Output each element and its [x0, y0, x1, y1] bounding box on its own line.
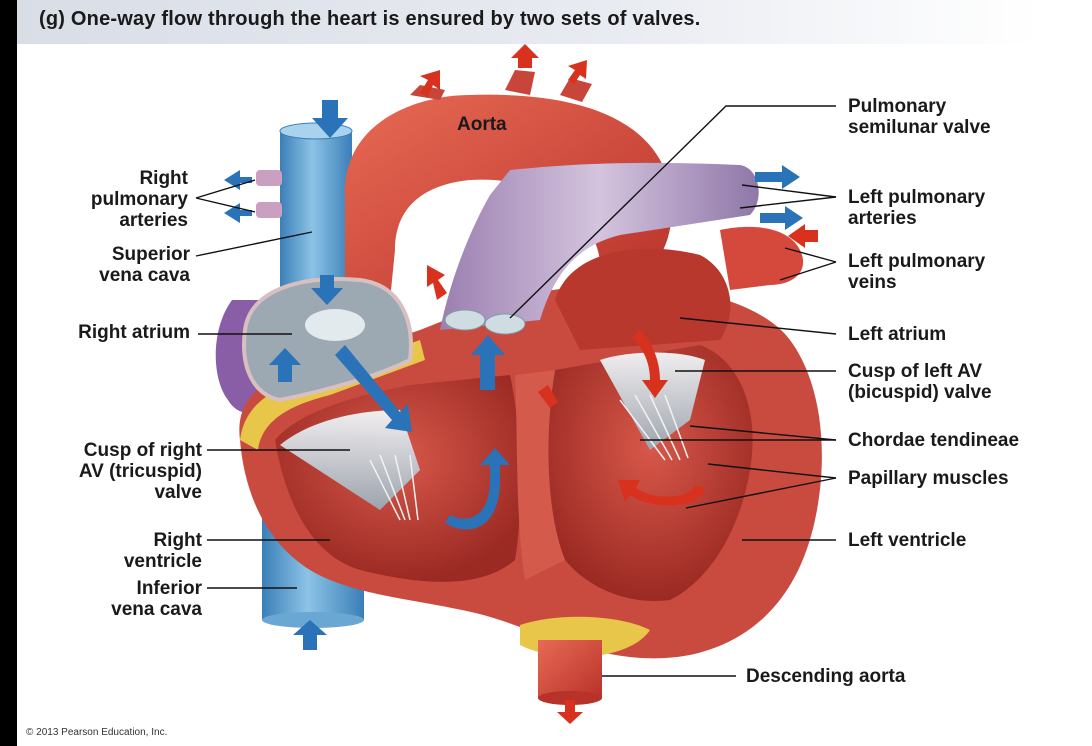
left-ventricle-cavity: [548, 345, 753, 601]
blue-arrow-ra-up: [269, 348, 301, 382]
chordae-tendineae-lines: [369, 394, 689, 521]
red-arrow-aorta-3: [568, 60, 587, 84]
blue-arrow-ra-down: [311, 275, 343, 305]
blue-arrow-rpa-1: [224, 170, 252, 190]
label-line: Right: [139, 168, 188, 189]
aortic-branches-shape: [410, 70, 592, 102]
label-right-atrium: Right atrium: [78, 322, 190, 343]
blood-flow-arrows: [224, 44, 818, 724]
aortic-arch-shape: [344, 94, 672, 300]
interventricular-septum: [515, 370, 565, 580]
left-atrium-cavity: [555, 248, 731, 350]
pulmonary-trunk-shape: [440, 162, 759, 330]
red-arrow-la-down: [632, 330, 668, 398]
label-right-ventricle: Right ventricle: [124, 530, 202, 572]
label-aorta: Aorta: [457, 114, 507, 135]
red-arrow-descending: [557, 700, 583, 724]
blue-arrow-rpa-2: [224, 203, 252, 223]
label-line: ventricle: [123, 551, 202, 572]
red-arrow-lpv-in: [788, 224, 818, 248]
label-papillary-muscles: Papillary muscles: [848, 468, 1009, 489]
label-line: Left pulmonary: [848, 251, 986, 272]
label-line: AV (tricuspid): [78, 461, 202, 482]
red-arrow-septum: [538, 385, 558, 408]
label-cusp-left-av: Cusp of left AV (bicuspid) valve: [848, 361, 992, 403]
label-line: pulmonary: [90, 189, 188, 210]
copyright-notice: © 2013 Pearson Education, Inc.: [26, 727, 168, 738]
blue-arrow-lpa-2: [760, 206, 803, 230]
descending-aorta-shape: [538, 640, 602, 705]
label-line: Cusp of right: [83, 440, 202, 461]
label-line: Superior: [111, 244, 190, 265]
blue-arrow-tricuspid: [335, 345, 412, 432]
label-line: arteries: [848, 208, 917, 229]
red-arrow-aortic-up: [427, 265, 447, 300]
label-line: veins: [848, 272, 897, 293]
figure-tag: (g): [39, 8, 66, 30]
blue-arrow-lpa-1: [755, 165, 800, 189]
label-chordae-tendineae: Chordae tendineae: [848, 430, 1020, 451]
label-descending-aorta: Descending aorta: [746, 666, 906, 687]
figure-title: (g) One-way flow through the heart is en…: [39, 8, 701, 31]
label-inferior-vena-cava: Inferior vena cava: [111, 578, 202, 620]
label-line: vena cava: [111, 599, 202, 620]
label-line: vena cava: [99, 265, 190, 286]
title-bar: (g) One-way flow through the heart is en…: [17, 0, 1092, 44]
label-superior-vena-cava: Superior vena cava: [99, 244, 190, 286]
red-arrow-aorta-2: [511, 44, 539, 68]
label-line: Pulmonary: [848, 96, 947, 117]
pulmonary-semilunar-valve-shape: [444, 309, 526, 335]
leader-lines: [195, 105, 837, 677]
label-left-ventricle: Left ventricle: [848, 530, 967, 551]
label-line: Inferior: [136, 578, 202, 599]
label-line: Right: [153, 530, 202, 551]
label-left-atrium: Left atrium: [848, 324, 947, 345]
label-line: Left pulmonary: [848, 187, 986, 208]
blue-arrow-svc-in: [312, 100, 348, 138]
label-left-pulmonary-arteries: Left pulmonary arteries: [848, 187, 985, 229]
figure-title-text: One-way flow through the heart is ensure…: [70, 8, 701, 30]
blue-arrow-ivc-in: [293, 620, 327, 650]
label-line: arteries: [119, 210, 188, 231]
tricuspid-cusp-shape: [280, 410, 420, 510]
label-pulmonary-semilunar-valve: Pulmonary semilunar valve: [848, 96, 991, 138]
label-line: valve: [154, 482, 202, 503]
left-black-border: [0, 0, 17, 746]
label-right-pulmonary-arteries: Right pulmonary arteries: [91, 168, 188, 231]
label-line: semilunar valve: [848, 117, 991, 138]
label-left-pulmonary-veins: Left pulmonary veins: [848, 251, 985, 293]
label-line: (bicuspid) valve: [848, 382, 992, 403]
label-cusp-right-av: Cusp of right AV (tricuspid) valve: [79, 440, 202, 503]
right-pulmonary-arteries-shape: [256, 170, 282, 218]
red-arrow-aorta-1: [420, 70, 440, 97]
blue-arrow-rv-curve: [445, 448, 510, 530]
red-arrow-lv-curve: [618, 480, 705, 506]
left-pulmonary-veins-shape: [720, 226, 804, 290]
label-line: Cusp of left AV: [848, 361, 983, 382]
blue-arrow-outflow: [471, 335, 505, 390]
